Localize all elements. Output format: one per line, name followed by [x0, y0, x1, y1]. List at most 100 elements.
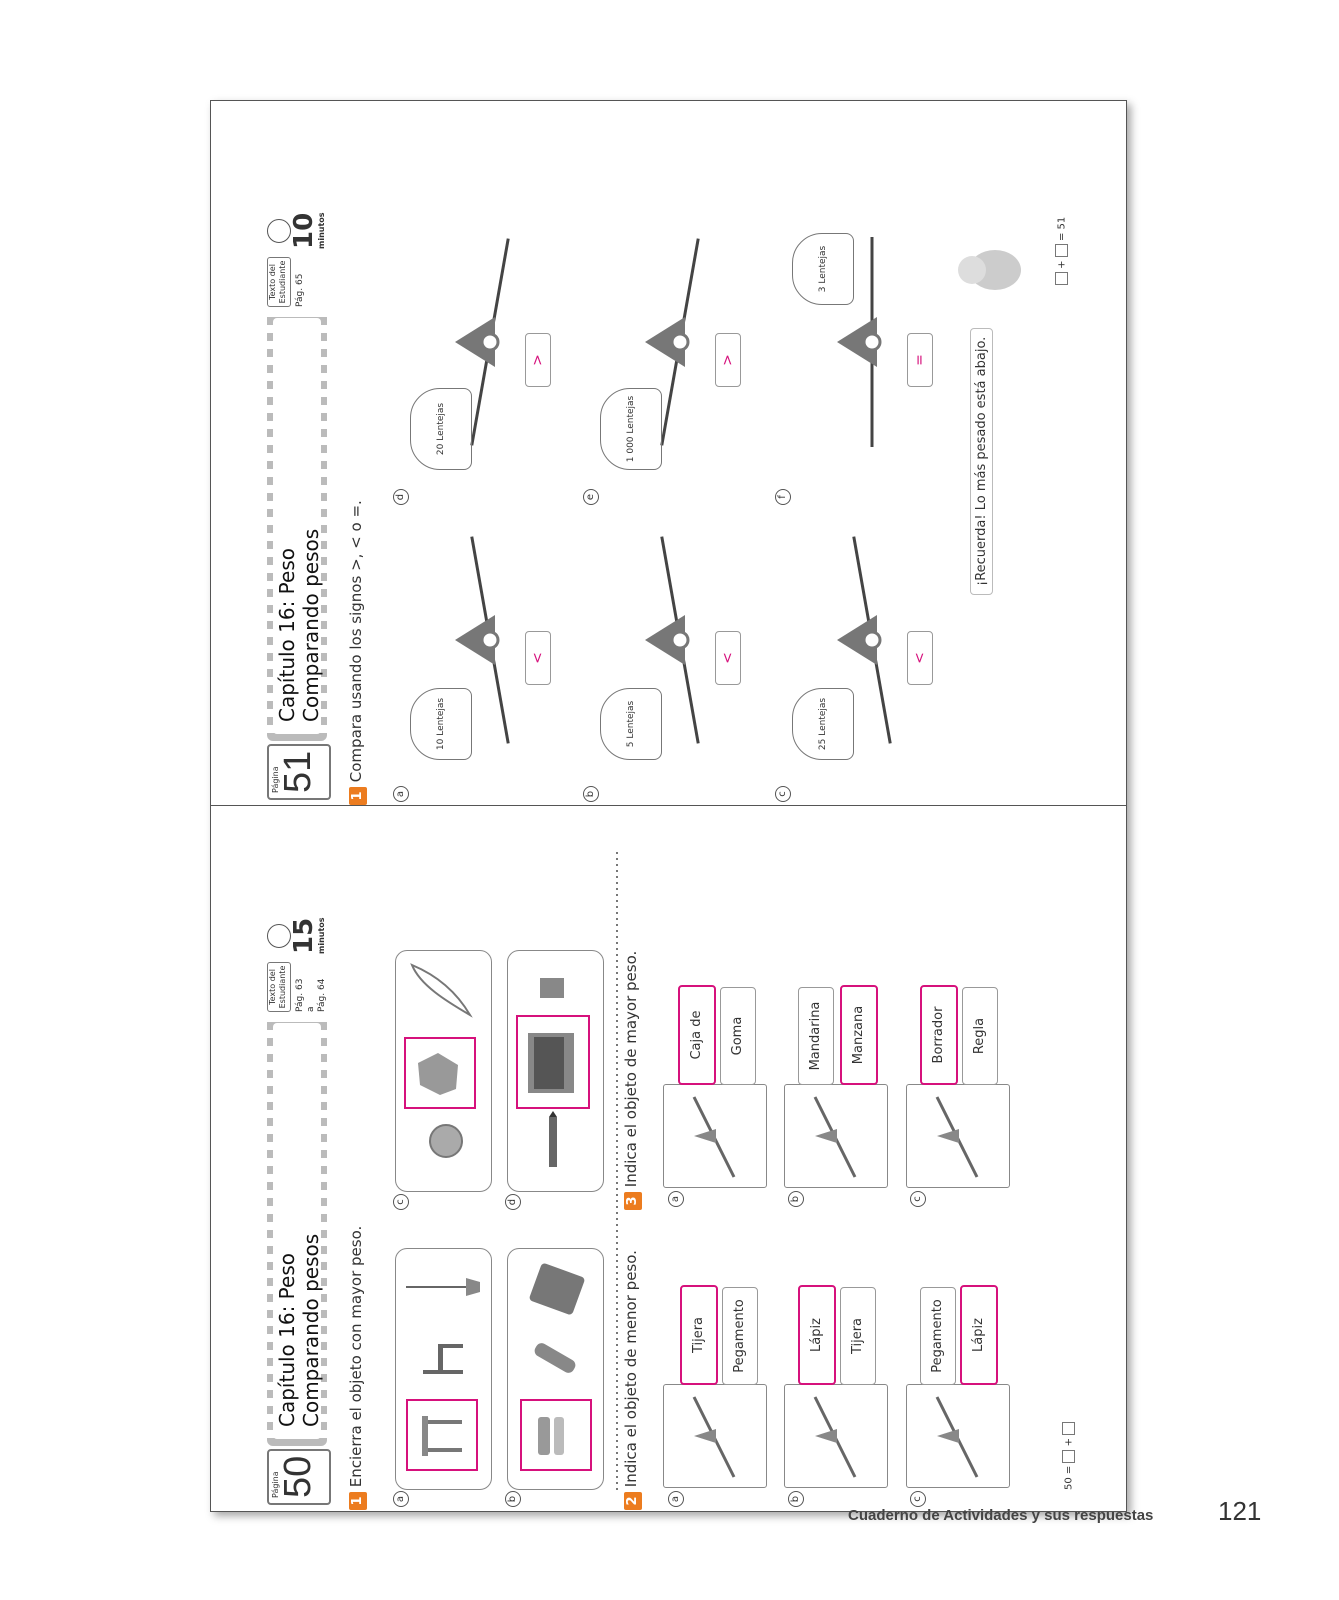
comparison-sign[interactable]: >: [525, 333, 551, 387]
reminder-note: ¡Recuerda! Lo más pesado está abajo.: [970, 327, 993, 595]
stapler-icon: [538, 1417, 564, 1455]
ex2b-option[interactable]: Tijera: [840, 1287, 876, 1385]
scale-picture: [663, 1084, 767, 1188]
ex3a-option[interactable]: Goma: [720, 987, 756, 1085]
scale-picture: [663, 1384, 767, 1488]
balance-scale-icon: [692, 1396, 736, 1478]
ex1b-objects: [507, 1248, 604, 1490]
lentil-bag: 10 Lentejas: [410, 688, 472, 760]
item-letter: b: [788, 1191, 804, 1207]
minutes-label: minutos: [317, 212, 326, 249]
lentil-bag: 25 Lentejas: [792, 688, 854, 760]
ex3c-option[interactable]: Regla: [962, 987, 998, 1085]
scale-picture: [784, 1384, 888, 1488]
mascot-icon: [958, 250, 1021, 290]
chair-icon: [423, 1344, 463, 1374]
page-number-box: Página 50: [267, 1449, 331, 1505]
footer-page-number: 121: [1218, 1496, 1262, 1526]
ex2a-option[interactable]: Tijera: [680, 1285, 718, 1385]
timer: 15 minutos: [267, 903, 327, 958]
balance-scale-icon: [935, 1096, 979, 1178]
broom-icon: [406, 1278, 480, 1296]
balance-scale-icon: [837, 237, 882, 447]
page-number: 51: [277, 750, 319, 793]
ex1a-objects: [395, 1248, 492, 1490]
feather-icon: [410, 963, 473, 1018]
item-letter: b: [505, 1491, 521, 1507]
comparison-sign[interactable]: >: [715, 333, 741, 387]
ex2-instruction: 2 Indica el objeto de menor peso.: [622, 1250, 642, 1510]
glue-stick-icon: [534, 1343, 576, 1373]
balance-scale-icon: [837, 536, 892, 744]
item-letter: c: [910, 1191, 926, 1207]
page-number-box: Página 51: [267, 744, 331, 800]
pencil-icon: [549, 1111, 557, 1167]
item-letter: c: [910, 1491, 926, 1507]
page-number: 50: [277, 1455, 319, 1498]
scale-picture: [784, 1084, 888, 1188]
dotted-divider: [616, 850, 618, 1490]
eraser-icon: [529, 1263, 585, 1315]
balance-scale-icon: [645, 238, 700, 446]
book-icon: Texto del Estudiante: [267, 257, 291, 307]
lentil-bag: 3 Lentejas: [792, 233, 854, 305]
ex2c-option[interactable]: Pegamento: [920, 1287, 956, 1385]
minutes-label: minutos: [317, 917, 326, 954]
alarm-clock-icon: [267, 219, 291, 243]
ex3b-option[interactable]: Manzana: [840, 985, 878, 1085]
item-letter: d: [505, 1194, 521, 1210]
ex3a-option[interactable]: Caja de lápices: [678, 985, 738, 1085]
balance-scale-icon: [455, 536, 510, 744]
rock-icon: [418, 1053, 458, 1095]
item-letter: c: [775, 786, 791, 802]
ex2b-option[interactable]: Lápiz: [798, 1285, 836, 1385]
comparison-sign[interactable]: <: [525, 631, 551, 685]
item-letter: d: [393, 489, 409, 505]
page-corner-equation: + = 51: [1055, 217, 1068, 285]
comparison-sign[interactable]: <: [907, 631, 933, 685]
footer-text: Cuaderno de Actividades y sus respuestas: [848, 1507, 1154, 1524]
scale-picture: [906, 1084, 1010, 1188]
comparison-sign[interactable]: <: [715, 631, 741, 685]
stool-icon: [422, 1416, 462, 1456]
item-letter: a: [668, 1491, 684, 1507]
alarm-clock-icon: [267, 924, 291, 948]
item-letter: f: [775, 489, 791, 505]
ex1d-objects: [507, 950, 604, 1192]
textbook-reference: Texto del Estudiante Pág. 65: [267, 257, 327, 307]
balance-scale-icon: [455, 238, 510, 446]
timer: 10 minutos: [267, 198, 327, 253]
minutes: 10: [289, 212, 319, 249]
ex2a-option[interactable]: Pegamento: [722, 1287, 758, 1385]
ex1-instruction: 1 Encierra el objeto con mayor peso.: [347, 1226, 367, 1510]
pencil-box-icon: [528, 1033, 574, 1093]
page-corner-equation: 50 = +: [1062, 1421, 1075, 1490]
item-letter: b: [788, 1491, 804, 1507]
item-letter: a: [393, 786, 409, 802]
ex3b-option[interactable]: Mandarina: [798, 987, 834, 1085]
balance-scale-icon: [692, 1096, 736, 1178]
comparison-sign[interactable]: =: [907, 333, 933, 387]
ex3-instruction: 3 Indica el objeto de mayor peso.: [622, 951, 642, 1210]
lentil-bag: 5 Lentejas: [600, 688, 662, 760]
item-letter: c: [393, 1194, 409, 1210]
ex3c-option[interactable]: Borrador: [920, 985, 958, 1085]
balance-scale-icon: [813, 1396, 857, 1478]
scale-picture: [906, 1384, 1010, 1488]
book-icon: Texto del Estudiante: [267, 962, 291, 1012]
balance-scale-icon: [813, 1096, 857, 1178]
item-letter: b: [583, 786, 599, 802]
balance-scale-icon: [645, 536, 700, 744]
lentil-bag: 1 000 Lentejas: [600, 388, 662, 470]
ex1c-objects: [395, 950, 492, 1192]
ex2c-option[interactable]: Lápiz: [960, 1285, 998, 1385]
